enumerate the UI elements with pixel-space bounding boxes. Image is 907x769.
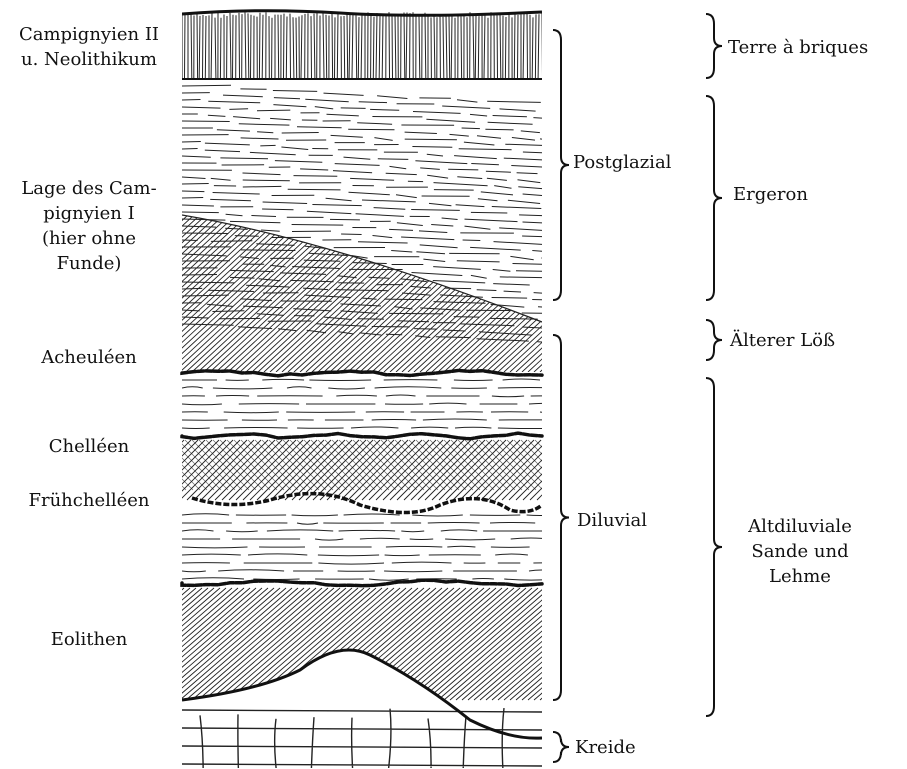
chelleen-band xyxy=(182,433,542,439)
label-line: Lage des Cam- xyxy=(0,176,178,201)
label-kreide: Kreide xyxy=(575,735,636,760)
brace-terre xyxy=(706,14,722,78)
label-line: Ergeron xyxy=(733,182,808,207)
label-line: pignyien I xyxy=(0,201,178,226)
braces xyxy=(553,14,722,762)
label-alterer-loss: Älterer Löß xyxy=(730,328,835,353)
label-terre-a-briques: Terre à briques xyxy=(728,35,868,60)
label-line: Lehme xyxy=(730,564,870,589)
sand-streaks-upper xyxy=(182,379,589,429)
label-altdiluviale: Altdiluviale Sande und Lehme xyxy=(730,514,870,589)
acheuleen-band xyxy=(182,371,542,376)
brace-postglazial xyxy=(553,30,569,300)
column-fill xyxy=(0,11,746,769)
fruhchelleen-band xyxy=(192,494,542,513)
label-line: Frühchelléen xyxy=(0,488,178,513)
eolithen-band xyxy=(182,580,542,586)
label-acheuleen: Acheuléen xyxy=(0,345,178,370)
sand-streaks-lower xyxy=(182,514,566,580)
brace-altdiluviale xyxy=(706,378,722,716)
label-line: Terre à briques xyxy=(728,35,868,60)
topsoil-top-edge xyxy=(182,11,542,16)
brace-diluvial xyxy=(553,335,569,700)
label-campignyien-i: Lage des Cam- pignyien I (hier ohne Fund… xyxy=(0,176,178,276)
topsoil-hatch xyxy=(182,12,543,78)
label-chelleen: Chelléen xyxy=(0,434,178,459)
cultural-layer-lines xyxy=(182,371,542,586)
label-diluvial: Diluvial xyxy=(577,508,647,533)
label-postglazial: Postglazial xyxy=(573,150,671,175)
label-line: (hier ohne xyxy=(0,226,178,251)
label-ergeron: Ergeron xyxy=(733,182,808,207)
label-eolithen: Eolithen xyxy=(0,627,178,652)
brace-ergeron xyxy=(706,96,722,300)
label-line: u. Neolithikum xyxy=(0,47,178,72)
brace-alterer xyxy=(706,320,722,360)
label-line: Sande und xyxy=(730,539,870,564)
ergeron-streaks xyxy=(182,85,585,343)
brace-kreide xyxy=(553,732,569,762)
label-line: Acheuléen xyxy=(0,345,178,370)
label-line: Älterer Löß xyxy=(730,328,835,353)
label-line: Chelléen xyxy=(0,434,178,459)
label-fruhchelleen: Frühchelléen xyxy=(0,488,178,513)
label-line: Campignyien II xyxy=(0,22,178,47)
label-campignyien-ii: Campignyien II u. Neolithikum xyxy=(0,22,178,72)
label-line: Altdiluviale xyxy=(730,514,870,539)
label-line: Eolithen xyxy=(0,627,178,652)
label-line: Funde) xyxy=(0,251,178,276)
